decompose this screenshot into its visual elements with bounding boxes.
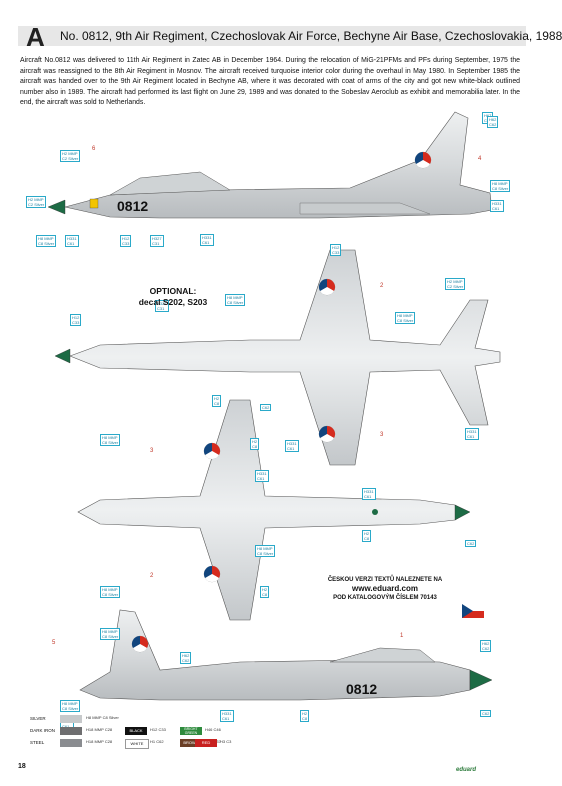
scheme-title: No. 0812, 9th Air Regiment, Czechoslovak… [60, 29, 562, 43]
paint-callout: H327 C31 [150, 235, 164, 247]
paint-callout: H62 C62 [487, 116, 499, 128]
czech-info-line2: POD KATALOGOVÝM ČÍSLEM 70143 [333, 595, 437, 601]
stencil-number: 1 [400, 633, 404, 639]
paint-callout: H2 MMP C2 Silver [445, 278, 466, 290]
paint-callout: H12 C33 [330, 244, 342, 256]
page-number: 18 [18, 763, 26, 770]
paint-callout: H2 C8 [362, 530, 372, 542]
paint-callout: H8 MMP C8 Silver [100, 628, 121, 640]
paint-callout: H331 C61 [362, 488, 376, 500]
paint-callout: H331 C61 [200, 234, 214, 246]
stencil-number: 5 [52, 640, 56, 646]
paint-callout: H8 MMP C8 Silver [36, 235, 57, 247]
czech-flag-icon [462, 604, 484, 618]
color-legend: SILVER H8 MMP C8 Silver DARK IRON H18 MM… [30, 715, 440, 765]
czech-info-line1: ČESKOU VERZI TEXTŮ NALEZNETE NA [327, 577, 443, 583]
svg-text:0812: 0812 [346, 681, 377, 697]
paint-callout: H2 MMP C2 Silver [60, 150, 81, 162]
instruction-page: A No. 0812, 9th Air Regiment, Czechoslov… [18, 22, 562, 773]
paint-callout: H8 MMP C8 Silver [225, 294, 246, 306]
optional-line2: decal S202, S203 [138, 297, 208, 307]
czech-info-url[interactable]: www.eduard.com [352, 584, 418, 593]
optional-note: OPTIONAL: decal S202, S203 [118, 286, 228, 308]
paint-callout: H331 C61 [65, 235, 79, 247]
optional-line1: OPTIONAL: [149, 286, 197, 296]
stencil-number: 6 [92, 146, 96, 152]
paint-callout: H327 C31 [155, 300, 169, 312]
paint-callout: H2 C8 [212, 395, 222, 407]
paint-callout: H331 C61 [285, 440, 299, 452]
stencil-number: 3 [380, 432, 384, 438]
paint-callout: H12 C33 [70, 314, 82, 326]
paint-callout: H2 C8 [260, 586, 270, 598]
paint-callout: H62 C62 [180, 652, 192, 664]
header-bar [18, 26, 526, 46]
paint-callout: H8 MMP C8 Silver [100, 586, 121, 598]
paint-callout: H8 MMP C8 Silver [60, 700, 81, 712]
paint-callout: H8 MMP C8 Silver [255, 545, 276, 557]
paint-callout: C62 [480, 710, 492, 717]
paint-callout: H331 C61 [465, 428, 479, 440]
legend-codes: H8 MMP C8 Silver [86, 715, 119, 720]
top-view [54, 249, 501, 466]
legend-codes: H18 MMP C28 [86, 727, 113, 732]
paint-callout: H2 C8 [300, 710, 310, 722]
legend-codes: H18 MMP C28 [86, 739, 113, 744]
legend-label: DARK IRON [30, 728, 56, 733]
paint-callout: H12 C33 [120, 235, 132, 247]
legend-swatch: WHITE [125, 739, 149, 749]
paint-callout: H331 C61 [490, 200, 504, 212]
czech-info: ČESKOU VERZI TEXTŮ NALEZNETE NA www.edua… [300, 576, 470, 602]
legend-swatch: RED [195, 739, 217, 747]
legend-codes: H46 C46 [205, 727, 221, 732]
stencil-number: 2 [380, 283, 384, 289]
side-view-top: 0812 [47, 111, 493, 219]
legend-swatch: BLACK [125, 727, 147, 735]
brand-logo: eduard [456, 767, 477, 773]
legend-swatch [60, 715, 82, 723]
paint-callout: C62 [465, 540, 477, 547]
paint-callout: H331 C61 [220, 710, 234, 722]
legend-swatch [60, 739, 82, 747]
paint-callout: H8 MMP C8 Silver [100, 434, 121, 446]
svg-text:0812: 0812 [117, 198, 148, 214]
stencil-number: 2 [150, 573, 154, 579]
legend-label: SILVER [30, 716, 46, 721]
scheme-letter: A [26, 22, 45, 52]
side-view-bottom: 0812 [79, 609, 493, 701]
legend-codes: H1 C62 [150, 739, 164, 744]
bottom-view [77, 399, 471, 621]
aircraft-drawings: 0812 0812 [47, 111, 501, 701]
intro-text: Aircraft No.0812 was delivered to 11th A… [20, 57, 520, 107]
legend-codes: H3 C3 [220, 739, 232, 744]
legend-label: STEEL [30, 740, 45, 745]
legend-codes: H12 C33 [150, 727, 166, 732]
legend-swatch: BROWN [180, 739, 202, 747]
paint-callout: H62 C62 [480, 640, 492, 652]
stencil-number: 4 [478, 156, 482, 162]
stencil-number: 3 [150, 448, 154, 454]
paint-callout: H8 MMP C8 Silver [490, 180, 511, 192]
legend-swatch: BRIGHT GREEN [180, 727, 202, 735]
paint-callout: H8 MMP C8 Silver [395, 312, 416, 324]
paint-callout: H331 C61 [255, 470, 269, 482]
legend-swatch [60, 727, 82, 735]
paint-callout: H2 MMP C2 Silver [26, 196, 47, 208]
paint-callout: H2 C8 [250, 438, 260, 450]
paint-callout: C62 [260, 404, 272, 411]
